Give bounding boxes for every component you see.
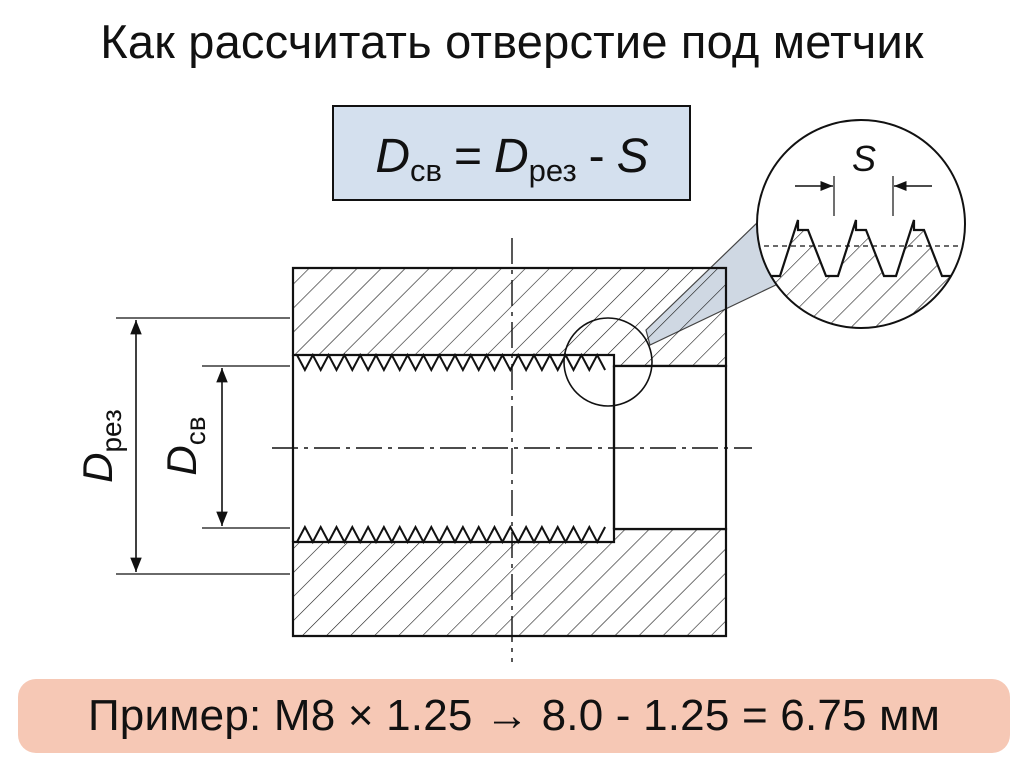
formula-d-rez: D xyxy=(494,130,529,183)
d-sv-label-main: D xyxy=(158,445,205,475)
d-rez-label-main: D xyxy=(74,453,121,483)
d-rez-dimension: Dрез xyxy=(74,317,290,575)
svg-text:Dрез: Dрез xyxy=(74,409,127,483)
part-section xyxy=(291,266,728,638)
magnifier: S xyxy=(756,119,966,329)
bottom-wall-hatch xyxy=(291,527,728,638)
formula-sv-subscript: св xyxy=(410,153,442,188)
example-text: Пример: M8 × 1.25 → 8.0 - 1.25 = 6.75 мм xyxy=(87,691,941,740)
svg-text:Dсв=Dрез-S: Dсв=Dрез-S xyxy=(375,130,648,188)
d-sv-label-sub: св xyxy=(180,416,211,445)
example-box: Пример: M8 × 1.25 → 8.0 - 1.25 = 6.75 мм xyxy=(18,679,1010,753)
page-title: Как рассчитать отверстие под метчик xyxy=(100,15,924,68)
formula-s: S xyxy=(617,130,649,183)
thread-top xyxy=(296,352,606,373)
pitch-label: S xyxy=(852,138,876,179)
formula-minus: - xyxy=(589,130,605,183)
d-rez-label-sub: рез xyxy=(96,409,127,452)
thread-bottom xyxy=(296,524,606,545)
d-sv-dimension: Dсв xyxy=(158,365,290,529)
formula-d-sv: D xyxy=(375,130,410,183)
formula-equals: = xyxy=(454,130,482,183)
detail-circle xyxy=(563,317,653,407)
svg-text:Dсв: Dсв xyxy=(158,416,211,475)
top-wall-hatch xyxy=(291,266,728,368)
formula-rez-subscript: рез xyxy=(529,153,577,188)
formula-box: Dсв=Dрез-S xyxy=(332,105,691,201)
